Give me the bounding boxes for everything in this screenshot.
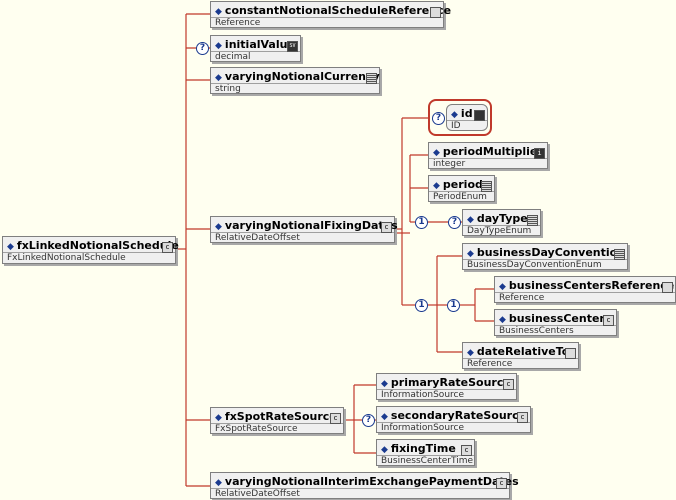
node-businessCenters[interactable]: ◆businessCenters BusinessCenters c bbox=[494, 309, 617, 336]
node-primaryRateSource[interactable]: ◆primaryRateSource InformationSource c bbox=[376, 373, 517, 400]
attribute-type-icon bbox=[474, 110, 485, 121]
node-type: BusinessCenterTime bbox=[381, 456, 474, 466]
sv-icon: SV bbox=[287, 41, 298, 52]
element-icon: ◆ bbox=[215, 413, 222, 423]
enum-type-icon bbox=[527, 215, 538, 226]
list-type-icon bbox=[366, 73, 377, 84]
element-icon: ◆ bbox=[433, 148, 440, 158]
complex-type-icon: c bbox=[603, 315, 614, 326]
node-name: businessDayConvention bbox=[476, 246, 626, 259]
element-icon: ◆ bbox=[215, 478, 222, 488]
node-type: InformationSource bbox=[381, 423, 465, 433]
node-type: Reference bbox=[215, 18, 261, 28]
node-id[interactable]: ◆id ID bbox=[446, 104, 488, 131]
element-icon: ◆ bbox=[7, 242, 14, 252]
element-icon: ◆ bbox=[499, 315, 506, 325]
node-fixingTime[interactable]: ◆fixingTime BusinessCenterTime c bbox=[376, 439, 475, 466]
node-name: id bbox=[460, 107, 473, 120]
simple-type-icon bbox=[662, 282, 673, 293]
element-icon: ◆ bbox=[215, 7, 222, 17]
optional-indicator-icon: ? bbox=[432, 112, 445, 125]
complex-type-icon: c bbox=[517, 412, 528, 423]
node-name: businessCentersReference bbox=[508, 279, 675, 292]
node-type: DayTypeEnum bbox=[467, 226, 532, 236]
element-icon: ◆ bbox=[381, 412, 388, 422]
integer-type-icon: i bbox=[534, 148, 545, 159]
node-type: FxSpotRateSource bbox=[215, 424, 298, 434]
element-icon: ◆ bbox=[467, 249, 474, 259]
node-initialValue[interactable]: ◆initialValue decimal SV bbox=[210, 35, 301, 62]
node-name: period bbox=[442, 178, 483, 191]
element-icon: ◆ bbox=[499, 282, 506, 292]
node-type: FxLinkedNotionalSchedule bbox=[7, 253, 126, 263]
element-icon: ◆ bbox=[381, 379, 388, 389]
node-type: RelativeDateOffset bbox=[215, 233, 300, 243]
sequence-compositor-icon: 1 bbox=[415, 216, 428, 229]
node-fxSpotRateSource[interactable]: ◆fxSpotRateSource FxSpotRateSource c bbox=[210, 407, 344, 434]
node-constantNotionalScheduleReference[interactable]: ◆constantNotionalScheduleReference Refer… bbox=[210, 1, 451, 28]
node-type: BusinessDayConventionEnum bbox=[467, 260, 602, 270]
node-varyingNotionalFixingDates[interactable]: ◆varyingNotionalFixingDates RelativeDate… bbox=[210, 216, 398, 243]
node-periodMultiplier[interactable]: ◆periodMultiplier integer i bbox=[428, 142, 548, 169]
simple-type-icon bbox=[565, 348, 576, 359]
node-varyingNotionalInterimExchangePaymentDates[interactable]: ◆varyingNotionalInterimExchangePaymentDa… bbox=[210, 472, 519, 499]
node-type: integer bbox=[433, 159, 466, 169]
choice-compositor-icon: 1 bbox=[447, 299, 460, 312]
node-name: varyingNotionalInterimExchangePaymentDat… bbox=[224, 475, 519, 488]
node-name: dayType bbox=[476, 212, 528, 225]
element-icon: ◆ bbox=[215, 222, 222, 232]
node-type: Reference bbox=[467, 359, 513, 369]
node-name: secondaryRateSource bbox=[390, 409, 527, 422]
element-icon: ◆ bbox=[215, 73, 222, 83]
node-name: fxLinkedNotionalSchedule bbox=[16, 239, 179, 252]
node-period[interactable]: ◆period PeriodEnum bbox=[428, 175, 495, 202]
sequence-compositor-icon: 1 bbox=[415, 299, 428, 312]
node-dayType[interactable]: ◆dayType DayTypeEnum bbox=[462, 209, 541, 236]
node-type: string bbox=[215, 84, 241, 94]
optional-indicator-icon: ? bbox=[362, 414, 375, 427]
node-secondaryRateSource[interactable]: ◆secondaryRateSource InformationSource c bbox=[376, 406, 531, 433]
node-name: fxSpotRateSource bbox=[224, 410, 337, 423]
complex-type-icon: c bbox=[503, 379, 514, 390]
node-type: RelativeDateOffset bbox=[215, 489, 300, 499]
node-type: Reference bbox=[499, 293, 545, 303]
complex-type-icon: c bbox=[461, 445, 472, 456]
node-type: InformationSource bbox=[381, 390, 465, 400]
optional-indicator-icon: ? bbox=[448, 216, 461, 229]
simple-type-icon bbox=[430, 7, 441, 18]
node-name: periodMultiplier bbox=[442, 145, 543, 158]
complex-type-icon: c bbox=[381, 222, 392, 233]
node-type: BusinessCenters bbox=[499, 326, 574, 336]
node-businessDayConvention[interactable]: ◆businessDayConvention BusinessDayConven… bbox=[462, 243, 628, 270]
node-name: constantNotionalScheduleReference bbox=[224, 4, 452, 17]
node-fxLinkedNotionalSchedule[interactable]: ◆fxLinkedNotionalSchedule FxLinkedNotion… bbox=[2, 236, 179, 264]
enum-type-icon bbox=[481, 181, 492, 192]
node-name: initialValue bbox=[224, 38, 295, 51]
node-type: PeriodEnum bbox=[433, 192, 487, 202]
enum-type-icon bbox=[614, 249, 625, 260]
node-dateRelativeTo[interactable]: ◆dateRelativeTo Reference bbox=[462, 342, 579, 369]
node-name: fixingTime bbox=[390, 442, 456, 455]
element-icon: ◆ bbox=[381, 445, 388, 455]
node-name: varyingNotionalFixingDates bbox=[224, 219, 398, 232]
element-icon: ◆ bbox=[433, 181, 440, 191]
node-name: primaryRateSource bbox=[390, 376, 511, 389]
node-varyingNotionalCurrency[interactable]: ◆varyingNotionalCurrency string bbox=[210, 67, 380, 94]
attribute-group bbox=[428, 99, 492, 136]
node-type: ID bbox=[451, 121, 461, 131]
element-icon: ◆ bbox=[467, 348, 474, 358]
attribute-icon: ◆ bbox=[451, 110, 458, 120]
complex-type-icon: c bbox=[162, 242, 173, 253]
optional-indicator-icon: ? bbox=[196, 42, 209, 55]
node-businessCentersReference[interactable]: ◆businessCentersReference Reference bbox=[494, 276, 676, 303]
node-type: decimal bbox=[215, 52, 251, 62]
complex-type-icon: c bbox=[496, 478, 507, 489]
node-name: businessCenters bbox=[508, 312, 612, 325]
element-icon: ◆ bbox=[215, 41, 222, 51]
node-name: varyingNotionalCurrency bbox=[224, 70, 380, 83]
node-name: dateRelativeTo bbox=[476, 345, 570, 358]
complex-type-icon: c bbox=[330, 413, 341, 424]
element-icon: ◆ bbox=[467, 215, 474, 225]
